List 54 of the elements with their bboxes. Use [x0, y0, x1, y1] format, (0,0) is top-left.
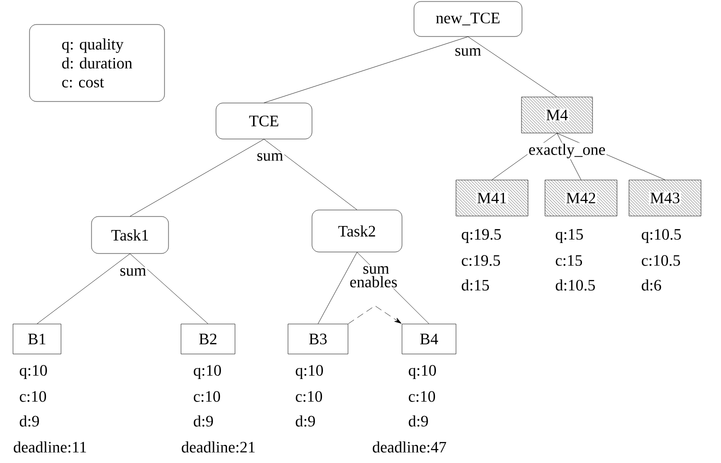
connector-line [264, 139, 358, 210]
leaf-box: B4 [402, 324, 456, 354]
attribute-text: d:6 [642, 279, 662, 291]
connector-line [36, 254, 130, 324]
attribute-text: d:9 [194, 415, 213, 427]
key-box: q: quality d: duration c: cost [29, 24, 165, 102]
rounded-box: TCE [216, 102, 312, 140]
attribute-text: q:10.5 [642, 229, 681, 243]
attribute-text: q:10 [20, 365, 47, 379]
box-label: M4 [544, 108, 570, 122]
attribute-text: c:19.5 [462, 255, 500, 266]
rounded-box: Task2 [312, 210, 402, 252]
box-label: M41 [476, 192, 508, 204]
hatched-box [628, 180, 702, 216]
attribute-text: d:9 [408, 415, 428, 427]
attribute-text: q:10 [194, 365, 221, 379]
box-label: M43 [648, 192, 682, 204]
attribute-text: deadline:11 [14, 441, 86, 453]
leaf-box: B3 [288, 324, 348, 354]
attribute-text: d:9 [20, 415, 39, 427]
function-label: sum [118, 267, 148, 277]
hatched-box [521, 96, 593, 134]
rounded-box: new_TCE [414, 1, 522, 37]
attribute-text: d:15 [462, 279, 489, 291]
dashed-arrow [348, 306, 402, 324]
attribute-text: deadline:47 [372, 441, 446, 453]
attribute-text: d:9 [296, 415, 315, 427]
hatched-box [544, 180, 618, 216]
attribute-text: q:15 [556, 229, 583, 243]
attribute-text: d:10.5 [556, 279, 595, 291]
function-label: sum [256, 152, 284, 162]
connector-line [130, 254, 208, 324]
attribute-text: c:10 [20, 391, 46, 402]
attribute-text: c:10 [408, 391, 436, 402]
connector-line [130, 139, 264, 216]
function-label: sum [454, 47, 482, 57]
leaf-box: B2 [180, 324, 236, 354]
attribute-text: q:10 [296, 365, 323, 379]
leaf-box: B1 [12, 324, 62, 354]
attribute-text: q:19.5 [462, 229, 501, 243]
function-label: exactly_one [528, 142, 606, 160]
connector-line [264, 36, 468, 103]
attribute-text: c:15 [556, 255, 582, 266]
box-label: M42 [564, 192, 598, 204]
rounded-box: Task1 [91, 216, 169, 254]
attribute-text: c:10.5 [642, 255, 680, 266]
connector-line [318, 252, 358, 324]
attribute-text: c:10 [194, 391, 220, 402]
attribute-text: deadline:21 [182, 441, 255, 453]
connector-line [468, 36, 558, 97]
attribute-text: q:10 [408, 365, 436, 379]
hatched-box [456, 180, 528, 216]
function-label: sum [362, 265, 390, 275]
attribute-text: c:10 [296, 391, 322, 402]
